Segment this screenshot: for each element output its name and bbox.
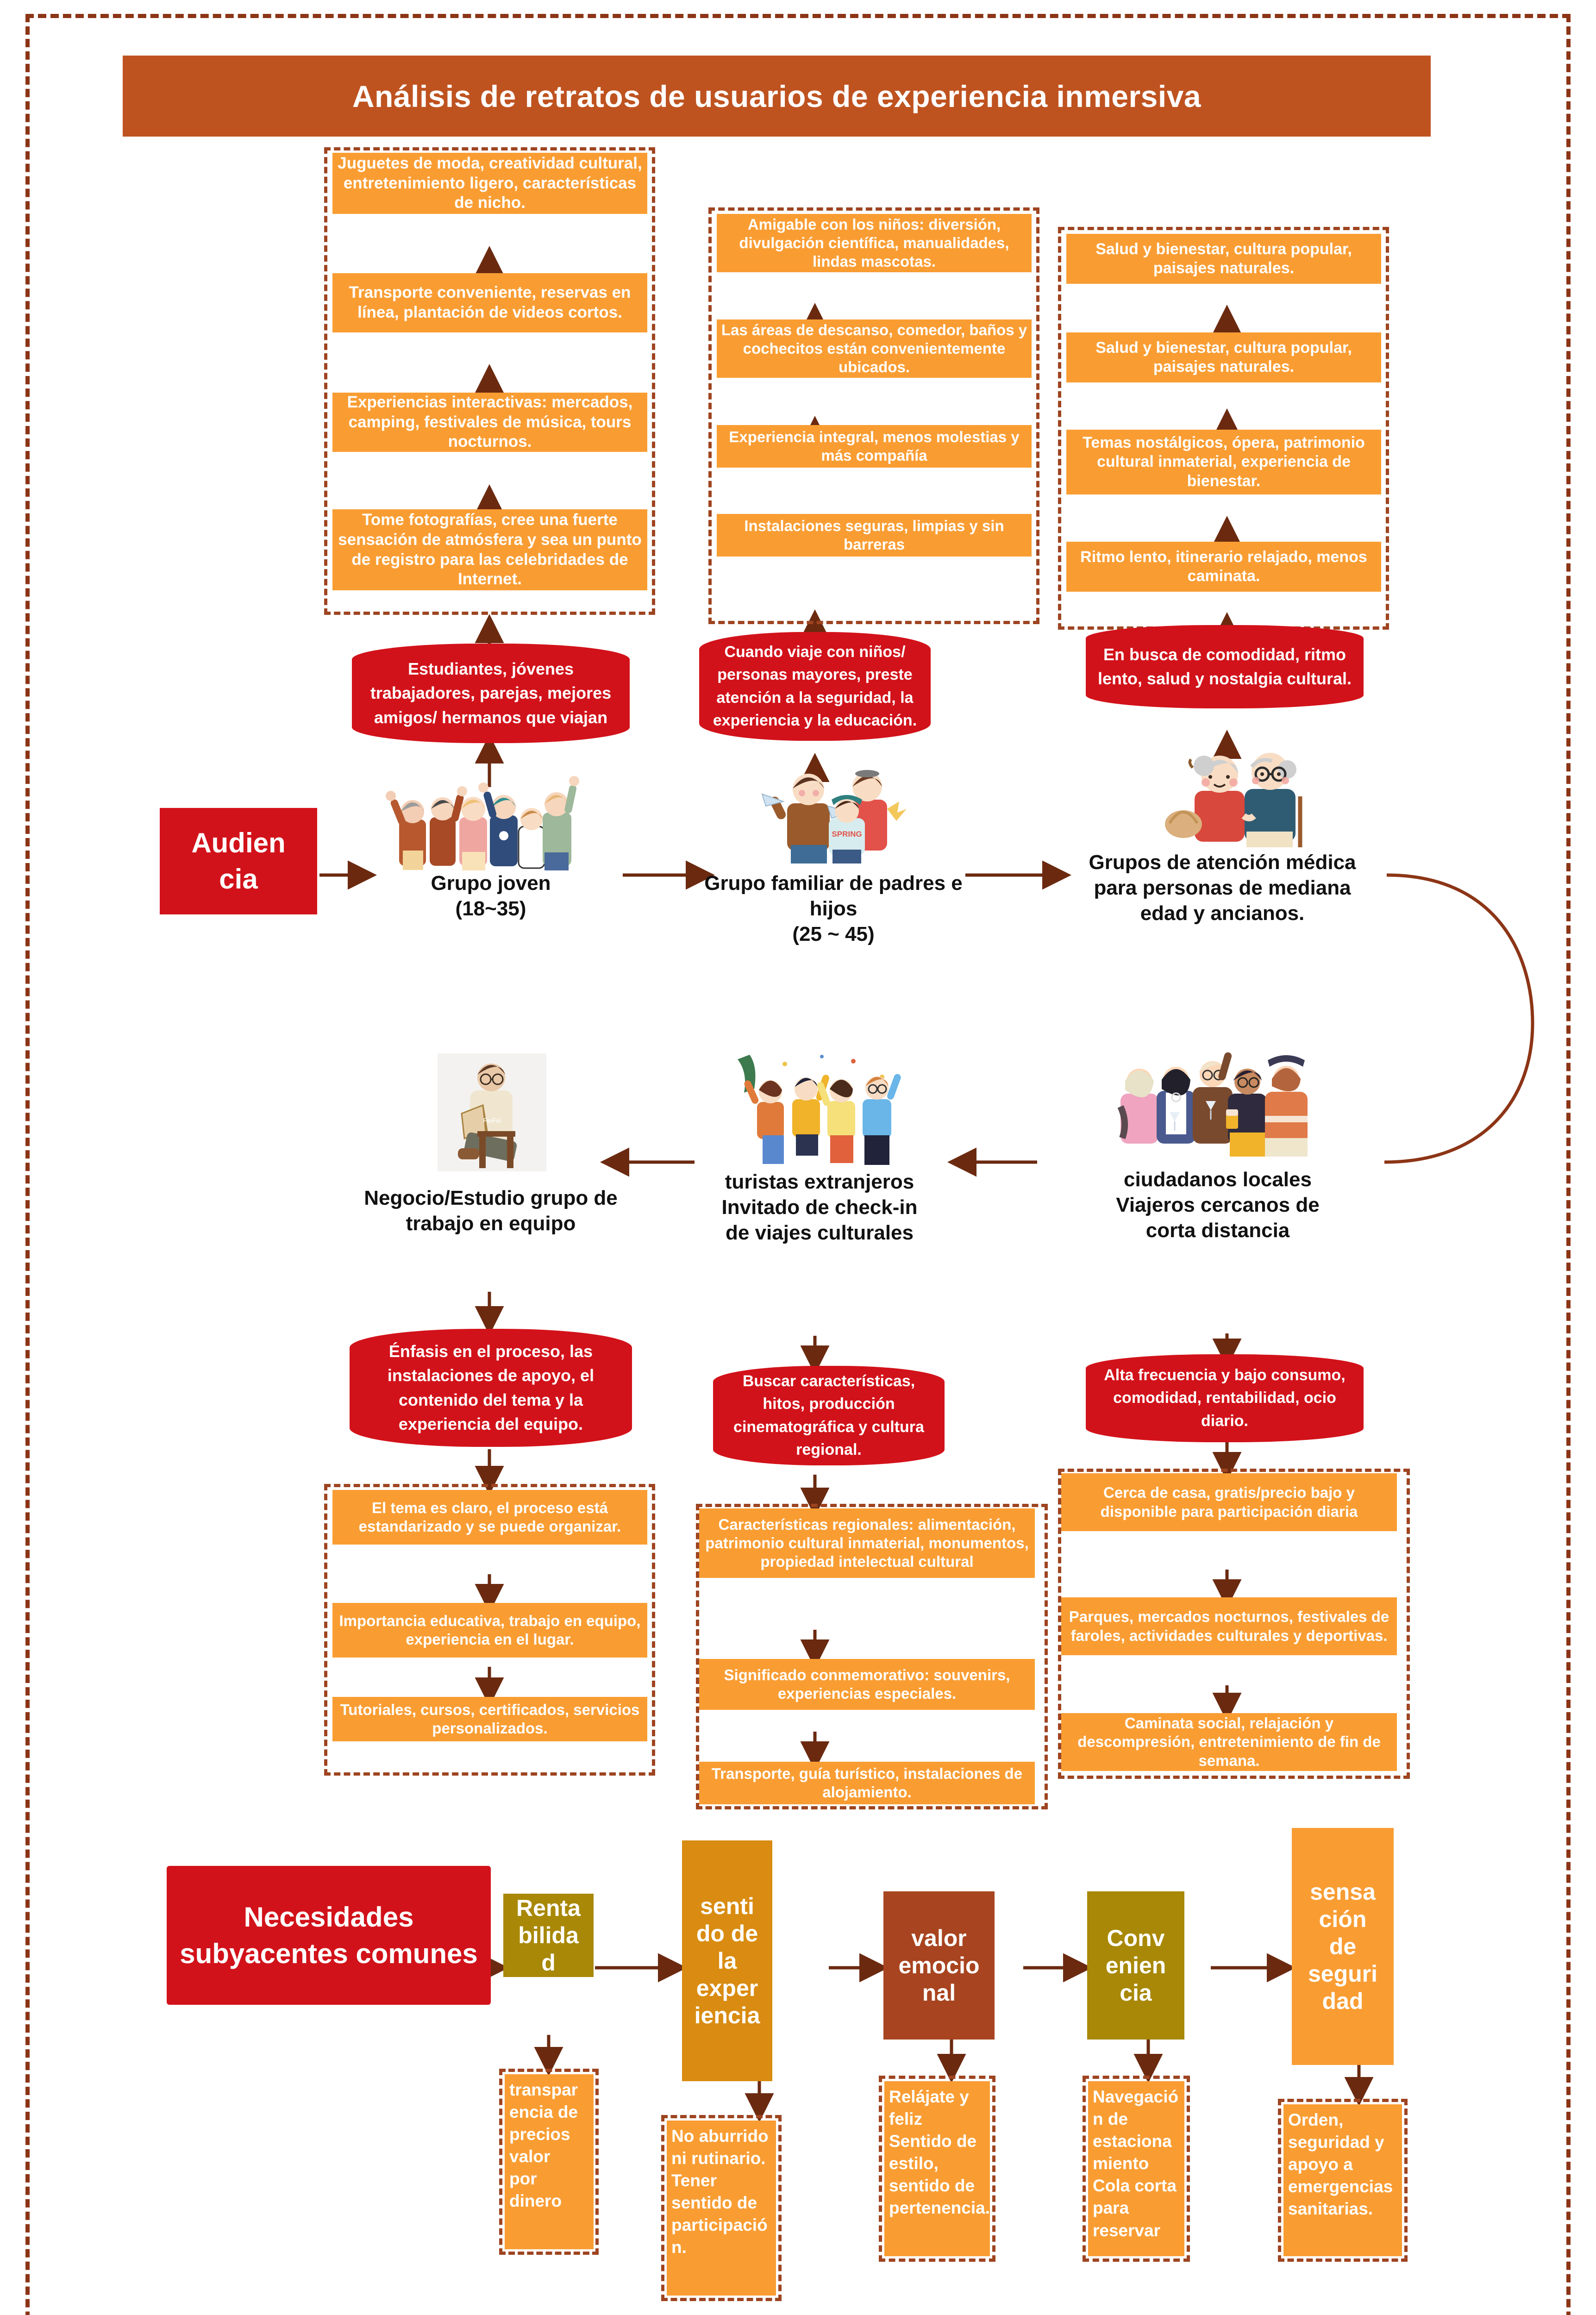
feature-box: Juguetes de moda, creatividad cultural, … — [332, 153, 647, 214]
need-detail-valor-emocional: Relájate y feliz Sentido de estilo, sent… — [884, 2081, 990, 2256]
feature-box: Salud y bienestar, cultura popular, pais… — [1066, 234, 1381, 284]
feature-box: Ritmo lento, itinerario relajado, menos … — [1066, 542, 1381, 592]
need-chip-conveniencia: Conv enien cia — [1087, 1891, 1184, 2040]
feature-box: Amigable con los niños: diversión, divul… — [717, 214, 1032, 272]
feature-box: Transporte conveniente, reservas en líne… — [332, 273, 647, 332]
feature-box: Experiencia integral, menos molestias y … — [717, 425, 1032, 468]
group-label-negocio: Negocio/Estudio grupo de trabajo en equi… — [364, 1187, 618, 1235]
group-label-locales: ciudadanos locales Viajeros cercanos de … — [1116, 1168, 1320, 1242]
insight-blob: Énfasis en el proceso, las instalaciones… — [350, 1329, 632, 1447]
feature-box: El tema es claro, el proceso está estand… — [332, 1490, 647, 1545]
need-detail-frame — [879, 2076, 995, 2262]
audience-label-chip: Audien cia — [160, 808, 317, 914]
group-label-familiar: Grupo familiar de padres e hijos (25 ~ 4… — [704, 872, 963, 945]
feature-box: Importancia educativa, trabajo en equipo… — [332, 1603, 647, 1658]
feature-box: Características regionales: alimentación… — [699, 1508, 1035, 1578]
feature-group-joven — [324, 147, 655, 615]
feature-box: Las áreas de descanso, comedor, baños y … — [717, 319, 1032, 378]
feature-box: Caminata social, relajación y descompres… — [1061, 1713, 1397, 1771]
feature-group-negocio — [324, 1484, 655, 1776]
insight-blob: Buscar características, hitos, producció… — [713, 1366, 945, 1465]
feature-box: Tome fotografías, cree una fuerte sensac… — [332, 509, 647, 590]
need-chip-sentido-experiencia: senti do de la exper iencia — [682, 1840, 772, 2081]
feature-group-familiar — [708, 207, 1039, 624]
feature-box: Transporte, guía turístico, instalacione… — [699, 1762, 1035, 1804]
insight-blob: Estudiantes, jóvenes trabajadores, parej… — [352, 644, 630, 743]
feature-box: Cerca de casa, gratis/precio bajo y disp… — [1061, 1473, 1397, 1531]
feature-box: Temas nostálgicos, ópera, patrimonio cul… — [1066, 430, 1381, 494]
need-detail-sentido-experiencia: No aburrido ni rutinario. Tener sentido … — [667, 2121, 776, 2296]
celebrating-friends-illustration — [738, 1055, 901, 1165]
feature-box: Experiencias interactivas: mercados, cam… — [332, 393, 647, 452]
need-detail-seguridad: Orden, seguridad y apoyo a emergencias s… — [1283, 2104, 1402, 2256]
need-chip-rentabilidad: Renta bilida d — [503, 1894, 594, 1977]
elderly-couple-illustration — [1165, 753, 1302, 847]
svg-text:FeiFei: FeiFei — [483, 1117, 501, 1124]
group-label-turistas: turistas extranjeros Invitado de check-i… — [721, 1170, 918, 1244]
need-chip-valor-emocional: valor emocio nal — [883, 1891, 995, 2040]
feature-box: Tutoriales, cursos, certificados, servic… — [332, 1697, 647, 1741]
feature-box: Instalaciones seguras, limpias y sin bar… — [717, 514, 1032, 557]
need-detail-conveniencia: Navegació n de estaciona miento Cola cor… — [1088, 2081, 1184, 2256]
need-detail-frame — [1278, 2099, 1408, 2262]
young-group-illustration — [386, 776, 579, 870]
need-detail-frame — [1083, 2076, 1190, 2262]
svg-text:SPRING: SPRING — [832, 830, 862, 838]
feature-group-locales — [1058, 1469, 1410, 1779]
curved-return-arrow — [1384, 873, 1534, 1164]
feature-box: Significado conmemorativo: souvenirs, ex… — [699, 1659, 1035, 1710]
need-detail-rentabilidad: transpar encia de precios valor por dine… — [505, 2074, 594, 2249]
feature-box: Salud y bienestar, cultura popular, pais… — [1066, 332, 1381, 382]
need-detail-frame — [661, 2115, 782, 2301]
group-label-joven: Grupo joven (18~35) — [431, 872, 551, 920]
reading-person-illustration: FeiFei — [438, 1053, 546, 1171]
feature-box: Parques, mercados nocturnos, festivales … — [1061, 1597, 1397, 1655]
insight-blob: Cuando viaje con niños/ personas mayores… — [699, 632, 931, 741]
local-citizens-illustration — [1117, 1052, 1308, 1157]
feature-group-turistas — [696, 1504, 1048, 1809]
need-detail-frame — [499, 2069, 599, 2255]
group-label-mayores: Grupos de atención médica para personas … — [1089, 851, 1356, 925]
need-chip-seguridad: sensa ción de seguri dad — [1292, 1828, 1394, 2065]
family-group-illustration: SPRING — [761, 770, 907, 863]
insight-blob: Alta frecuencia y bajo consumo, comodida… — [1086, 1354, 1364, 1442]
needs-title: Necesidades subyacentes comunes — [167, 1866, 491, 2005]
page-title: Análisis de retratos de usuarios de expe… — [123, 56, 1431, 137]
insight-blob: En busca de comodidad, ritmo lento, salu… — [1086, 625, 1364, 708]
